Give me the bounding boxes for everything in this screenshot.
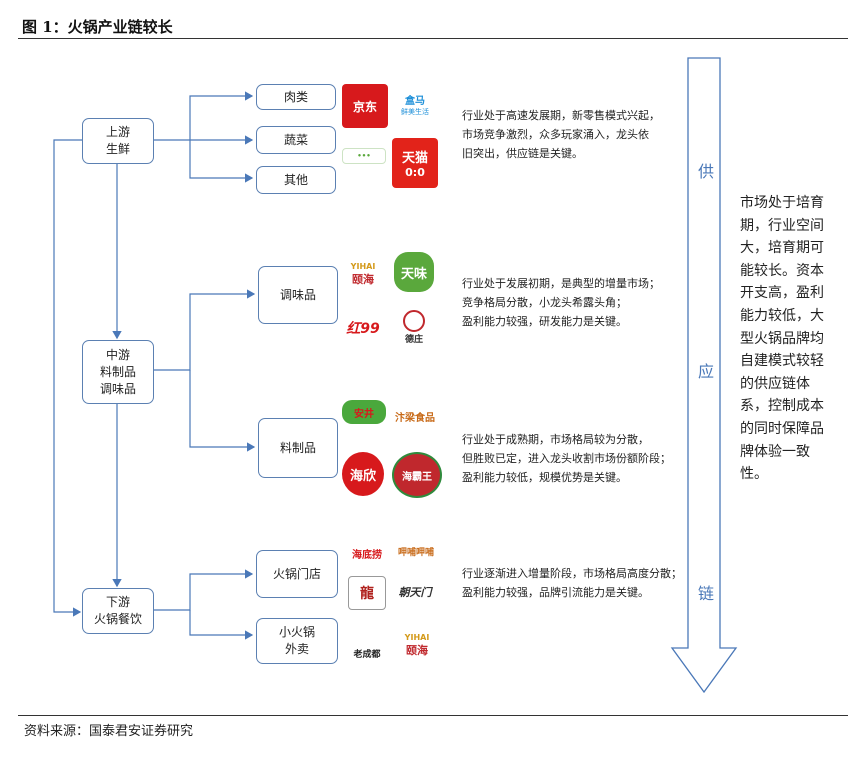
downstream-box: 下游 火锅餐饮 xyxy=(82,588,154,634)
jd-logo-text: 京东 xyxy=(352,99,377,114)
line-upstream-downstream xyxy=(53,139,82,617)
haibawang-logo: 海霸王 xyxy=(392,452,442,498)
yihai-logo-en: YIHAI xyxy=(350,261,376,271)
deyi-logo-mark xyxy=(403,309,425,332)
category-hotpot-store: 火锅门店 xyxy=(256,550,338,598)
side-note: 市场处于培育期，行业空间大，培育期可能较长。资本开支高，盈利能力较低，大型火锅品… xyxy=(740,195,824,483)
source-note: 资料来源：国泰君安证券研究 xyxy=(24,724,194,739)
huhuhu-logo-text: 呷哺呷哺 xyxy=(397,547,434,558)
tmall-logo-text: 天猫 xyxy=(401,151,428,166)
haibawang-logo-text: 海霸王 xyxy=(402,471,432,483)
deyi-logo: 德庄 xyxy=(396,308,432,346)
line-mid-ingredients xyxy=(189,370,256,452)
line-down-small xyxy=(189,610,254,640)
haixin-logo-text: 海欣 xyxy=(349,468,376,484)
haidilao-logo-text: 海底捞 xyxy=(352,549,382,561)
tianwei-logo-text: 天味 xyxy=(400,266,427,282)
category-other: 其他 xyxy=(256,166,336,194)
yihai2-logo-en: YIHAI xyxy=(404,632,430,642)
line-upstream-meat xyxy=(152,91,254,141)
chain-label-1: 供 xyxy=(697,162,714,181)
bingshi-logo: 汴梁食品 xyxy=(392,398,438,434)
bingshi-logo-text: 汴梁食品 xyxy=(395,412,435,424)
tianwei-logo: 天味 xyxy=(394,252,434,292)
tmall-logo: 天猫 0:0 xyxy=(392,138,438,188)
category-vegetables: 蔬菜 xyxy=(256,126,336,154)
category-seasoning: 调味品 xyxy=(258,266,338,324)
deyi-logo-text: 德庄 xyxy=(404,334,423,345)
chain-label-2: 应 xyxy=(697,362,714,381)
line-mid-seasoning xyxy=(152,289,256,371)
hema-logo-text: 盒马 xyxy=(405,95,425,107)
figure-title: 图 1：火锅产业链较长 xyxy=(22,18,173,36)
yihai2-logo: YIHAI 颐海 xyxy=(394,630,440,660)
yihai-logo: YIHAI 颐海 xyxy=(342,258,384,290)
hong99-logo: 红99 xyxy=(342,312,384,344)
chain-label-3: 链 xyxy=(697,584,714,603)
huhuhu-logo: 呷哺呷哺 xyxy=(394,542,438,560)
line-upstream-other xyxy=(189,140,254,183)
haidilao-logo: 海底捞 xyxy=(346,544,388,562)
line-down-store xyxy=(152,569,254,611)
seasoning-description: 行业处于发展初期，是典型的增量市场； 竞争格局分散，小龙头希露头角； 盈利能力较… xyxy=(462,277,660,328)
laoxian-logo-text: 老成都 xyxy=(353,650,381,660)
anjing-logo-text: 安井 xyxy=(354,408,374,420)
hema-logo: 盒马 鲜美生活 xyxy=(392,84,438,124)
ingredients-description: 行业处于成熟期，市场格局较为分散， 但胜败已定，进入龙头收割市场份额阶段； 盈利… xyxy=(462,433,671,484)
haixin-logo: 海欣 xyxy=(342,452,384,496)
category-meat: 肉类 xyxy=(256,84,336,110)
yihai-logo-cn: 颐海 xyxy=(352,272,374,286)
midstream-box: 中游 料制品 调味品 xyxy=(82,340,154,404)
jd-logo: 京东 xyxy=(342,84,388,128)
downstream-description: 行业逐渐进入增量阶段，市场格局高度分散； 盈利能力较强，品牌引流能力是关键。 xyxy=(462,567,682,599)
category-ingredients: 料制品 xyxy=(258,418,338,478)
tmall-logo-face: 0:0 xyxy=(405,166,425,179)
hema-logo-sub: 鲜美生活 xyxy=(401,107,429,116)
chaotianmen-logo: 朝天门 xyxy=(392,578,438,606)
anjing-logo: 安井 xyxy=(342,400,386,424)
laoxian-logo: 老成都 xyxy=(346,628,388,660)
upstream-description: 行业处于高速发展期，新零售模式兴起， 市场竞争激烈，众多玩家涌入，龙头依 旧突出… xyxy=(462,109,660,160)
top-divider xyxy=(18,38,848,39)
upstream-box: 上游 生鲜 xyxy=(82,118,154,164)
bottom-divider xyxy=(18,715,848,716)
yihai2-logo-cn: 颐海 xyxy=(406,643,428,657)
category-small-hotpot: 小火锅 外卖 xyxy=(256,618,338,664)
hong99-logo-text: 红99 xyxy=(346,321,380,337)
supply-chain-arrow xyxy=(670,57,738,694)
chaotianmen-logo-text: 朝天门 xyxy=(398,586,432,599)
dragon-logo: 龍 xyxy=(348,576,386,610)
fresh-logo: ••• xyxy=(342,148,386,164)
